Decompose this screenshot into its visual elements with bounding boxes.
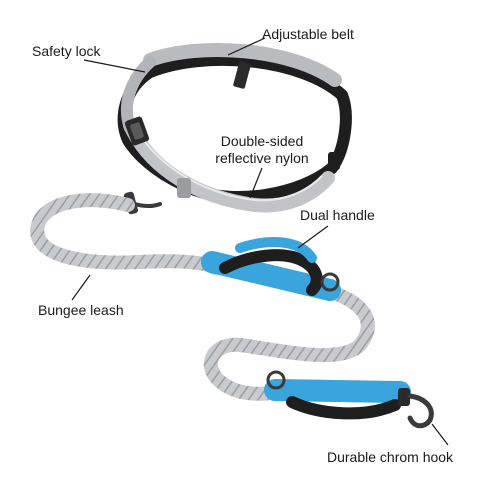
dual-handle-upper <box>201 237 341 301</box>
callout-adjustable-belt <box>227 37 266 56</box>
chrome-hook <box>398 388 434 429</box>
d-ring-lower <box>266 370 286 390</box>
callout-chrom-hook <box>431 423 449 446</box>
label-adjustable-belt: Adjustable belt <box>262 26 354 42</box>
d-ring-upper <box>320 272 340 292</box>
belt-loop-front <box>177 178 191 198</box>
reflective-strip <box>139 134 323 202</box>
callout-bungee-leash <box>71 274 91 301</box>
adjustable-belt <box>117 43 352 213</box>
label-safety-lock: Safety lock <box>32 43 101 59</box>
label-double-sided-line1: Double-sided <box>220 133 304 149</box>
callout-safety-lock <box>83 59 146 73</box>
bungee-segment-upper <box>30 193 222 275</box>
label-double-sided-line2: reflective nylon <box>215 150 309 166</box>
bungee-segment-lower <box>203 283 375 401</box>
belt-loop-right <box>328 152 340 170</box>
callout-reflective-nylon <box>249 167 263 199</box>
label-dual-handle: Dual handle <box>300 207 375 223</box>
buckle-detail <box>130 122 144 140</box>
bungee-leash <box>30 193 375 401</box>
label-bungee-leash: Bungee leash <box>38 302 124 318</box>
callout-lines <box>71 37 449 446</box>
label-double-sided-reflective-nylon: Double-sided reflective nylon <box>192 133 332 167</box>
label-durable-chrom-hook: Durable chrom hook <box>327 449 454 465</box>
belt-webbing-front <box>123 118 335 213</box>
belt-adjuster <box>233 61 251 89</box>
hook-clasp <box>407 393 434 429</box>
belt-inner-band <box>117 53 352 203</box>
callout-dual-handle <box>297 225 329 249</box>
dual-handle-lower <box>264 370 411 420</box>
belt-webbing-top <box>143 43 342 87</box>
